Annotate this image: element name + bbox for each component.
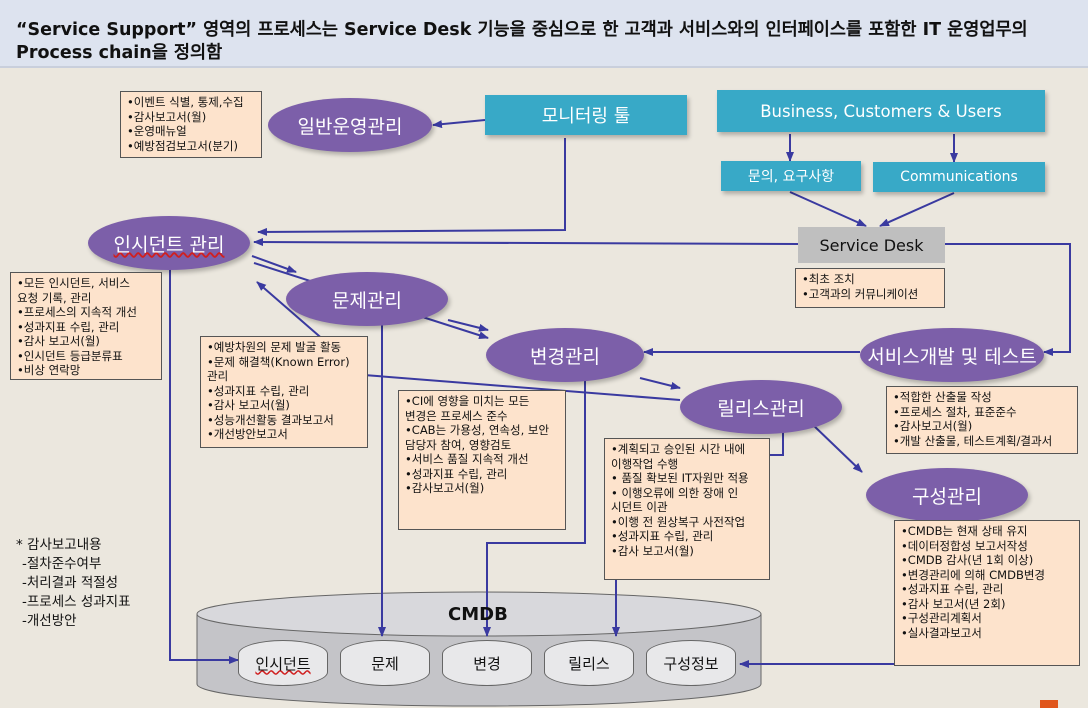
note-config-line: •CMDB는 현재 상태 유지 [901, 524, 1028, 538]
note-incident-line: •프로세스의 지속적 개선 [17, 305, 137, 319]
note-config-line: •감사 보고서(년 2회) [901, 596, 1006, 611]
note-service-desk: •최초 조치 •고객과의 커뮤니케이션 [795, 268, 945, 308]
note-service-dev-line: •적합한 산출물 작성 [893, 390, 992, 404]
note-change-line: 변경은 프로세스 준수 [405, 408, 508, 423]
note-incident-line: •인시던트 등급분류표 [17, 348, 123, 363]
note-config-line: •데이터정합성 보고서작성 [901, 538, 1028, 553]
note-config: •CMDB는 현재 상태 유지 •데이터정합성 보고서작성 •CMDB 감사(년… [894, 520, 1080, 666]
header-banner: “Service Support” 영역의 프로세스는 Service Desk… [0, 0, 1088, 68]
note-general-ops-line: •운영매뉴얼 [127, 124, 187, 138]
audit-title: * 감사보고내용 [16, 537, 102, 553]
node-release: 릴리스관리 [680, 380, 842, 434]
node-config: 구성관리 [866, 468, 1028, 522]
arrow-monitoring-incident [257, 138, 566, 236]
node-general-ops: 일반운영관리 [268, 98, 432, 152]
note-general-ops-line: •이벤트 식별, 통제,수집 [127, 95, 244, 109]
note-config-line: •변경관리에 의해 CMDB변경 [901, 567, 1046, 582]
arrow-release-config [811, 423, 863, 473]
note-problem-line: •감사 보고서(월) [207, 398, 290, 412]
note-config-line: •구성관리계획서 [901, 611, 982, 625]
note-general-ops: •이벤트 식별, 통제,수집 •감사보고서(월) •운영매뉴얼 •예방점검보고서… [120, 91, 262, 158]
cmdb-problem: 문제 [340, 640, 430, 686]
header-title-line1: “Service Support” 영역의 프로세스는 Service Desk… [16, 20, 1028, 40]
note-change-line: •CAB는 가용성, 연속성, 보안 [405, 423, 550, 437]
cmdb-incident: 인시던트 [238, 640, 328, 686]
note-service-desk-line: •최초 조치 [802, 272, 855, 286]
cmdb-title: CMDB [448, 604, 508, 625]
arrow-incident-problem [251, 255, 297, 273]
node-monitoring: 모니터링 툴 [485, 95, 687, 135]
note-service-dev-line: •프로세스 절차, 표준준수 [893, 404, 1017, 419]
note-problem-line: 관리 [207, 369, 229, 383]
audit-item: -처리결과 적절성 [22, 575, 119, 591]
node-change: 변경관리 [486, 328, 644, 382]
note-change-line: 담당자 참여, 영향검토 [405, 437, 512, 452]
note-release: •계획되고 승인된 시간 내에 이행작업 수행 • 품질 확보된 IT자원만 적… [604, 438, 770, 580]
note-release-line: •성과지표 수립, 관리 [611, 529, 714, 543]
corner-logo [1040, 700, 1058, 708]
arrow-monitoring-general [432, 119, 486, 129]
arrow-inquiry-desk [789, 191, 867, 227]
note-problem-line: •문제 해결책(Known Error) [207, 354, 350, 369]
arrow-desk-dev [945, 243, 1071, 356]
note-release-line: •이행 전 원상복구 사전작업 [611, 514, 746, 529]
arrow-desk-incident [253, 238, 799, 247]
note-change-line: •감사보고서(월) [405, 481, 485, 495]
note-config-line: •성과지표 수립, 관리 [901, 582, 1004, 596]
note-change-line: •성과지표 수립, 관리 [405, 466, 508, 481]
note-incident-line: •비상 연락망 [17, 363, 81, 377]
audit-item: -프로세스 성과지표 [22, 594, 131, 610]
note-general-ops-line: •예방점검보고서(분기) [127, 138, 238, 153]
node-incident: 인시던트 관리 [88, 216, 250, 270]
cmdb-config: 구성정보 [646, 640, 736, 686]
note-incident-line: •성과지표 수립, 관리 [17, 319, 120, 334]
cmdb-release: 릴리스 [544, 640, 634, 686]
note-config-line: •CMDB 감사(년 1회 이상) [901, 553, 1034, 567]
note-release-line: 시던트 이관 [611, 500, 668, 514]
note-problem-line: •예방차원의 문제 발굴 활동 [207, 340, 342, 354]
note-change-line: •서비스 품질 지속적 개선 [405, 452, 529, 466]
note-problem-line: •성과지표 수립, 관리 [207, 383, 310, 398]
note-change-line: •CI에 영향을 미치는 모든 [405, 394, 530, 408]
note-release-line: •계획되고 승인된 시간 내에 [611, 442, 746, 456]
arrow-comm-desk [879, 192, 955, 227]
note-problem-line: •성능개선활동 결과보고서 [207, 412, 334, 427]
note-service-dev-line: •개발 산출물, 테스트계획/결과서 [893, 433, 1053, 448]
audit-item: -개선방안 [22, 613, 77, 629]
node-problem: 문제관리 [286, 272, 448, 326]
note-change: •CI에 영향을 미치는 모든 변경은 프로세스 준수 •CAB는 가용성, 연… [398, 390, 566, 530]
cmdb-incident-label: 인시던트 [255, 654, 311, 673]
note-service-dev-line: •감사보고서(월) [893, 419, 973, 433]
audit-report-list: * 감사보고내용 -절차준수여부 -처리결과 적절성 -프로세스 성과지표 -개… [16, 536, 131, 631]
arrow-change-cmdb [483, 375, 586, 637]
note-general-ops-line: •감사보고서(월) [127, 109, 207, 124]
arrow-incident-cmdb [169, 268, 239, 664]
note-problem-line: •개선방안보고서 [207, 427, 288, 441]
node-communications: Communications [873, 162, 1045, 192]
node-service-desk: Service Desk [798, 227, 945, 263]
note-incident-line: 요청 기록, 관리 [17, 290, 92, 305]
note-service-dev: •적합한 산출물 작성 •프로세스 절차, 표준준수 •감사보고서(월) •개발… [886, 386, 1078, 454]
audit-item: -절차준수여부 [22, 556, 102, 572]
node-business: Business, Customers & Users [717, 90, 1045, 132]
note-release-line: 이행작업 수행 [611, 456, 679, 471]
note-release-line: • 품질 확보된 IT자원만 적용 [611, 471, 749, 485]
cmdb-change: 변경 [442, 640, 532, 686]
note-config-line: •실사결과보고서 [901, 625, 982, 640]
note-service-desk-line: •고객과의 커뮤니케이션 [802, 286, 919, 301]
node-inquiry: 문의, 요구사항 [721, 161, 861, 191]
note-incident-line: •모든 인시던트, 서비스 [17, 276, 130, 290]
note-release-line: •감사 보고서(월) [611, 543, 694, 558]
node-service-dev: 서비스개발 및 테스트 [860, 328, 1044, 382]
header-title-line2: Process chain을 정의함 [16, 43, 223, 63]
arrow-change-release [639, 377, 681, 390]
node-incident-label: 인시던트 관리 [113, 233, 225, 256]
note-release-line: • 이행오류에 의한 장애 인 [611, 485, 739, 500]
note-incident-line: •감사 보고서(월) [17, 334, 100, 348]
note-incident: •모든 인시던트, 서비스 요청 기록, 관리 •프로세스의 지속적 개선 •성… [10, 272, 162, 380]
note-problem: •예방차원의 문제 발굴 활동 •문제 해결책(Known Error) 관리 … [200, 336, 368, 448]
arrow-problem-change [447, 319, 489, 332]
